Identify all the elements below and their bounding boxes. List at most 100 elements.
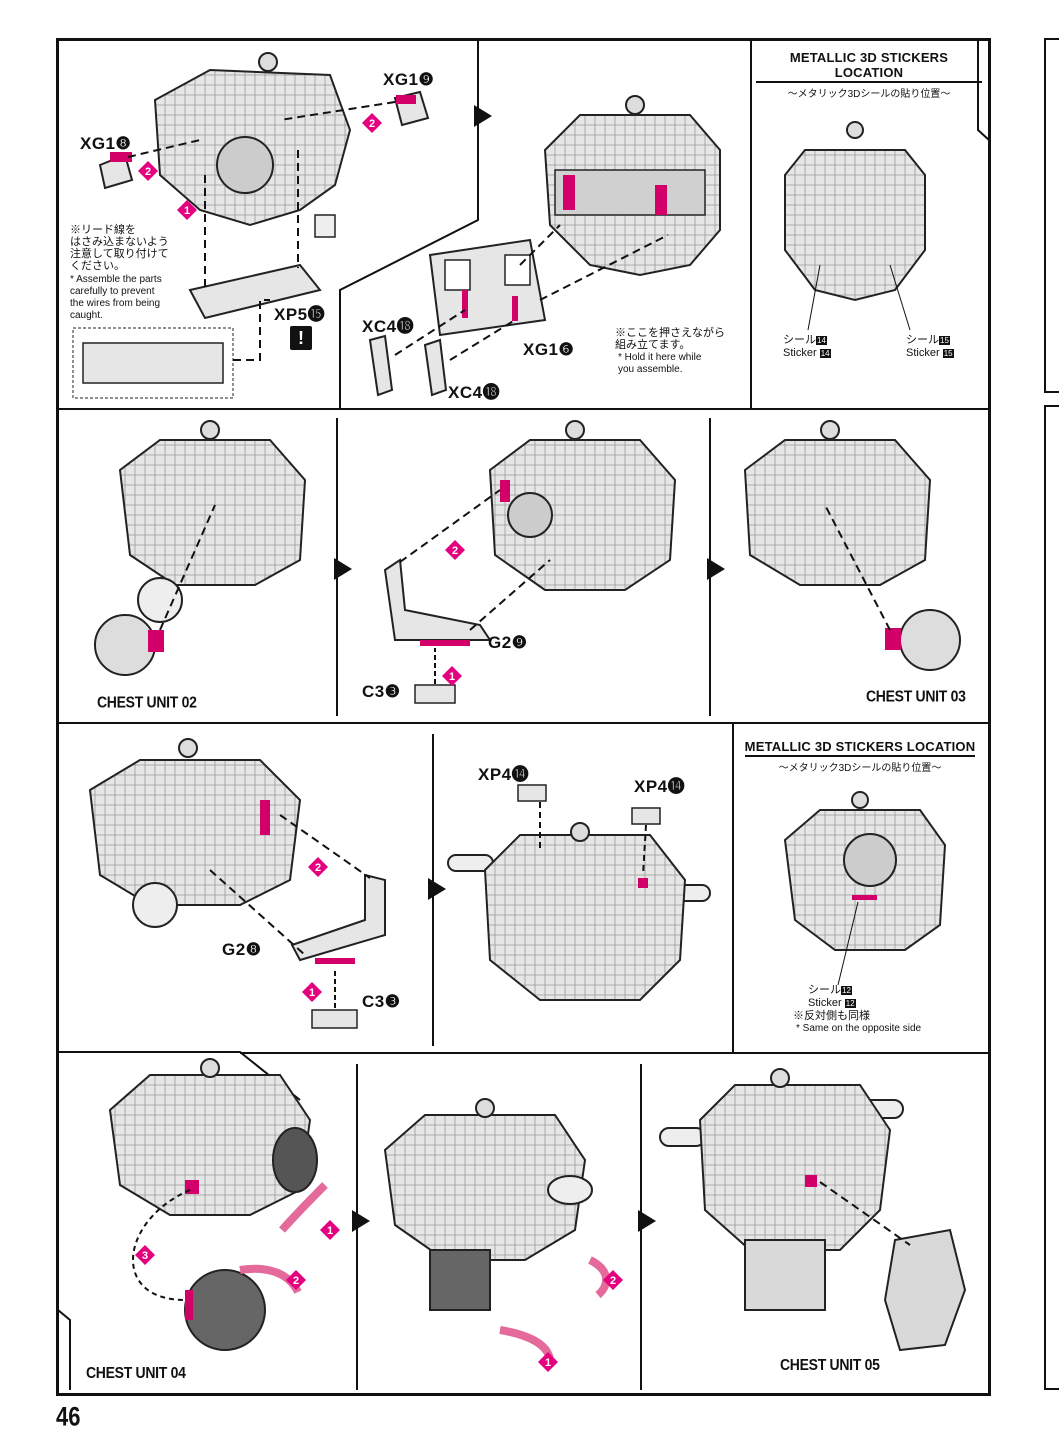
sticker-15-num-en: 15 — [942, 349, 954, 358]
next-page-edge-bottom — [1044, 405, 1059, 1390]
part-code: XC4 — [448, 383, 483, 402]
sticker-diagram-2 — [783, 791, 947, 986]
next-page-edge-top — [1044, 38, 1059, 393]
part-code: XP5 — [274, 305, 308, 324]
row2-panel-3 — [743, 420, 961, 671]
stickers-subtitle-text-2: 〜メタリック3Dシールの貼り位置〜 — [778, 763, 942, 774]
part-code: C3 — [362, 682, 385, 701]
note-wire-jp: ※リード線を はさみ込まないよう 注意して取り付けて ください。 — [70, 224, 169, 272]
svg-text:2: 2 — [452, 545, 458, 557]
part-xp5-15: XP5⓯ — [274, 300, 325, 325]
inset-part — [82, 342, 224, 384]
sticker-15-label: シール15 Sticker 15 — [906, 334, 954, 360]
inset-box — [72, 327, 234, 399]
svg-text:1: 1 — [545, 1357, 551, 1369]
row1-chest-body-a — [153, 52, 352, 238]
sticker-12-jp: シール — [808, 984, 841, 996]
svg-text:3: 3 — [142, 1250, 148, 1262]
part-xp4-14b: XP4⓮ — [634, 772, 685, 797]
stickers-title-text-1: METALLIC 3D STICKERS LOCATION — [756, 50, 982, 83]
part-code: G2 — [222, 940, 246, 959]
note-opposite-jp: ※反対側も同様 — [793, 1010, 870, 1022]
part-number: ⓲ — [482, 383, 501, 402]
step-arrow-2 — [334, 558, 352, 580]
sticker-12-en: Sticker — [808, 997, 842, 1009]
step-arrow-6 — [638, 1210, 656, 1232]
part-number: ⓮ — [511, 765, 530, 784]
row1-chest-body-b — [543, 95, 721, 277]
row4-panel-2 — [383, 1098, 611, 1361]
divider-row3 — [240, 1052, 989, 1054]
part-code: G2 — [488, 633, 512, 652]
svg-text:1: 1 — [327, 1225, 333, 1237]
part-number: ❻ — [558, 340, 575, 359]
svg-text:2: 2 — [315, 862, 321, 874]
part-number: ⓯ — [307, 305, 326, 324]
svg-text:1: 1 — [309, 987, 315, 999]
divider-sticker2 — [732, 722, 734, 1052]
row1-lower-plate — [188, 263, 322, 320]
sticker-12-num-en: 12 — [844, 999, 856, 1008]
sticker-diagram-1 — [784, 121, 926, 331]
part-c3-3a: C3❸ — [362, 682, 400, 702]
stickers-location-title-1: METALLIC 3D STICKERS LOCATION 〜メタリック3Dシー… — [756, 50, 982, 100]
divider-row2 — [58, 722, 989, 724]
part-g2-9: G2❾ — [488, 633, 527, 653]
part-code: C3 — [362, 992, 385, 1011]
step-arrow-1 — [474, 105, 492, 127]
svg-text:1: 1 — [449, 671, 455, 683]
divider-sticker1 — [750, 40, 752, 409]
step-arrow-5 — [352, 1210, 370, 1232]
part-number: ⓮ — [667, 777, 686, 796]
part-code: XG1 — [523, 340, 559, 359]
note-wire-en: * Assemble the parts carefully to preven… — [70, 274, 162, 321]
stickers-title-text-2: METALLIC 3D STICKERS LOCATION — [744, 739, 976, 757]
chest-unit-03-label: CHEST UNIT 03 — [866, 686, 966, 706]
sticker-14-en: Sticker — [783, 347, 817, 359]
part-number: ⓲ — [396, 317, 415, 336]
part-xg1-6: XG1❻ — [523, 340, 574, 360]
sticker-14-label: シール14 Sticker 14 — [783, 334, 831, 360]
chest-unit-05-label: CHEST UNIT 05 — [780, 1354, 880, 1374]
caution-icon: ! — [290, 326, 312, 350]
sticker-14-num: 14 — [816, 336, 827, 345]
row4-panel-3 — [659, 1068, 967, 1352]
svg-text:2: 2 — [145, 166, 151, 178]
part-code: XP4 — [634, 777, 668, 796]
part-c3-3b: C3❸ — [362, 992, 400, 1012]
part-code: XG1 — [383, 70, 419, 89]
sticker-12-num: 12 — [841, 986, 852, 995]
page-number: 46 — [56, 1401, 81, 1432]
part-code: XC4 — [362, 317, 397, 336]
part-number: ❾ — [418, 70, 435, 89]
note-opposite-en: * Same on the opposite side — [796, 1023, 922, 1034]
note-hold-jp: ※ここを押さえながら 組み立てます。 — [615, 327, 725, 351]
part-xg1-9: XG1❾ — [383, 70, 434, 90]
svg-text:2: 2 — [293, 1275, 299, 1287]
chest-unit-02-label: CHEST UNIT 02 — [97, 692, 197, 712]
sticker-15-num: 15 — [939, 336, 950, 345]
divider-row1 — [58, 408, 989, 410]
sticker-12-label: シール12 Sticker 12 — [808, 984, 856, 1010]
sticker-14-jp: シール — [783, 334, 816, 346]
part-xc4-18b: XC4⓲ — [448, 378, 500, 403]
part-code: XG1 — [80, 134, 116, 153]
stickers-subtitle-text-1: 〜メタリック3Dシールの貼り位置〜 — [787, 89, 951, 100]
sticker-15-en: Sticker — [906, 347, 940, 359]
note-hold-en: * Hold it here while you assemble. — [618, 352, 702, 375]
part-xc4-18a: XC4⓲ — [362, 312, 414, 337]
part-number: ❽ — [245, 940, 262, 959]
part-number: ❸ — [384, 682, 401, 701]
step-arrow-3 — [707, 558, 725, 580]
svg-text:2: 2 — [610, 1275, 616, 1287]
stickers-location-title-2: METALLIC 3D STICKERS LOCATION 〜メタリック3Dシー… — [742, 738, 978, 774]
sticker-15-jp: シール — [906, 334, 939, 346]
row4-panel-1 — [108, 1058, 328, 1351]
part-code: XP4 — [478, 765, 512, 784]
part-xg1-8: XG1❽ — [80, 134, 131, 154]
step-arrow-4 — [428, 878, 446, 900]
part-number: ❾ — [511, 633, 528, 652]
row1-frame-plate — [428, 238, 547, 337]
